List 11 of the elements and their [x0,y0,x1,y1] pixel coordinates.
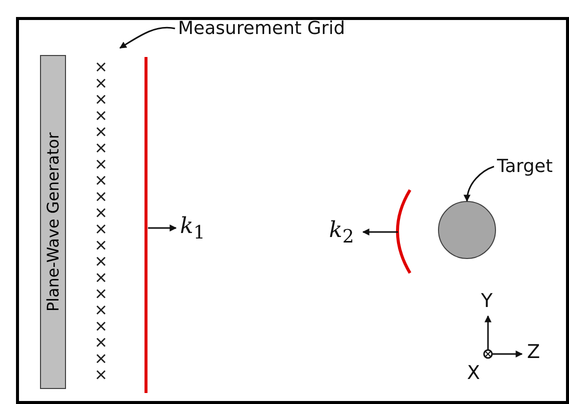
leader-arrow [119,26,176,49]
generator-box [40,55,66,389]
grid-label: Measurement Grid [178,18,346,39]
target-label: Target [497,156,553,177]
wave-vector-label: k$_{1}$ [180,214,206,244]
axis-label: Z [527,341,540,363]
axis-label: X [467,362,480,384]
axis-label: Y [481,290,493,312]
wave-vector-label: k$_{2}$ [329,218,354,248]
leader-arrow [464,166,494,202]
generator-label: Plane-Wave Generator [44,132,62,312]
